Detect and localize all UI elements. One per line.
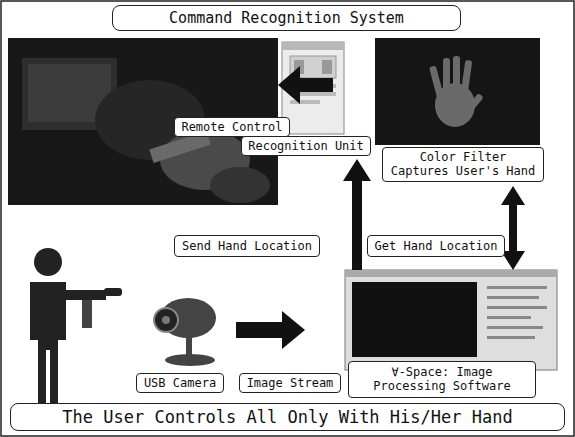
command-arrow [278,66,333,104]
callout-box: Remote Control [174,117,289,137]
box-label: Image Stream [247,376,334,390]
user-figure [30,248,122,408]
get-arrow [501,186,525,270]
software-window [345,270,557,370]
usb-camera [154,298,216,366]
hand-photo [375,38,540,145]
callout-box: Image Stream [239,373,342,393]
callout-box: Color Filter Captures User's Hand [382,147,544,182]
callout-box: Recognition Unit [241,136,371,156]
image-stream-arrow [236,311,305,349]
callout-box: Send Hand Location [174,235,320,257]
callout-box: USB Camera [136,373,224,393]
box-label: Color Filter Captures User's Hand [389,150,537,179]
callout-box: Get Hand Location [367,235,506,257]
box-label: Recognition Unit [248,139,364,153]
box-label: USB Camera [144,376,216,390]
message-box: The User Controls All Only With His/Her … [10,403,565,431]
box-label: Remote Control [181,120,282,134]
title-box: Command Recognition System [112,5,461,31]
box-label: The User Controls All Only With His/Her … [15,407,560,427]
callout-box: ∀-Space: Image Processing Software [348,361,536,398]
box-label: Send Hand Location [182,239,312,253]
box-label: Get Hand Location [375,239,498,253]
box-label: ∀-Space: Image Processing Software [356,365,528,394]
box-label: Command Recognition System [116,9,457,27]
